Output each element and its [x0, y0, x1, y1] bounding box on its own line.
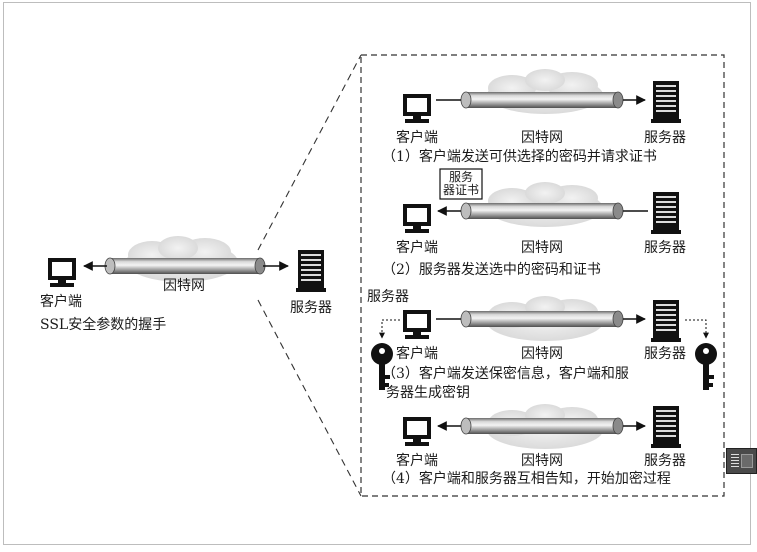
step4-internet-label: 因特网	[521, 453, 563, 469]
step3-caption-line1: （3）客户端发送保密信息，客户端和服	[382, 366, 629, 382]
left-caption: SSL安全参数的握手	[40, 317, 167, 333]
zoom-line-bottom	[257, 299, 362, 497]
step3-dotted-arrow-left	[379, 319, 400, 339]
left-computer-icon	[48, 258, 76, 287]
step3-client-label: 客户端	[396, 346, 438, 362]
step2-server-label: 服务器	[644, 240, 686, 256]
left-server-label: 服务器	[290, 300, 332, 316]
step3-server-top-label: 服务器	[367, 289, 409, 305]
step1-caption: （1）客户端发送可供选择的密码并请求证书	[382, 149, 657, 165]
step3-server-icon	[651, 300, 681, 342]
step4-computer-icon	[403, 417, 431, 446]
step3-computer-icon	[403, 310, 431, 339]
step2-pipe-icon	[460, 202, 624, 220]
step1-server-label: 服务器	[644, 130, 686, 146]
step1-client-label: 客户端	[396, 130, 438, 146]
zoom-line-top	[257, 54, 362, 251]
left-client-label: 客户端	[40, 294, 82, 310]
handle-thumb[interactable]	[741, 454, 753, 468]
left-internet-label: 因特网	[163, 278, 205, 294]
scroll-handle[interactable]	[726, 448, 757, 474]
step1-computer-icon	[403, 94, 431, 123]
step2-server-icon	[651, 192, 681, 234]
certificate-label-line1: 服务	[449, 170, 474, 184]
step4-server-icon	[651, 406, 681, 448]
step3-caption-line2: 务器生成密钥	[386, 385, 470, 401]
certificate-icon	[439, 168, 483, 200]
step1-internet-label: 因特网	[521, 130, 563, 146]
step2-caption: （2）服务器发送选中的密码和证书	[382, 262, 601, 278]
step3-dotted-arrow-right	[685, 319, 709, 339]
step3-server-label: 服务器	[644, 346, 686, 362]
step4-server-label: 服务器	[644, 453, 686, 469]
step2-internet-label: 因特网	[521, 240, 563, 256]
step4-pipe-icon	[460, 417, 624, 435]
left-pipe-icon	[104, 257, 266, 275]
key-icon-left	[371, 343, 393, 390]
left-server-icon	[296, 250, 326, 292]
detail-frame	[360, 54, 725, 497]
step4-caption: （4）客户端和服务器互相告知，开始加密过程	[382, 471, 671, 487]
step4-client-label: 客户端	[396, 453, 438, 469]
grip-icon	[731, 454, 739, 468]
certificate-label-line2: 器证书	[443, 183, 480, 197]
step2-computer-icon	[403, 204, 431, 233]
step2-client-label: 客户端	[396, 240, 438, 256]
step1-server-icon	[651, 81, 681, 123]
step3-pipe-icon	[460, 310, 624, 328]
step1-pipe-icon	[460, 91, 624, 109]
step3-internet-label: 因特网	[521, 346, 563, 362]
key-icon-right	[695, 343, 717, 390]
